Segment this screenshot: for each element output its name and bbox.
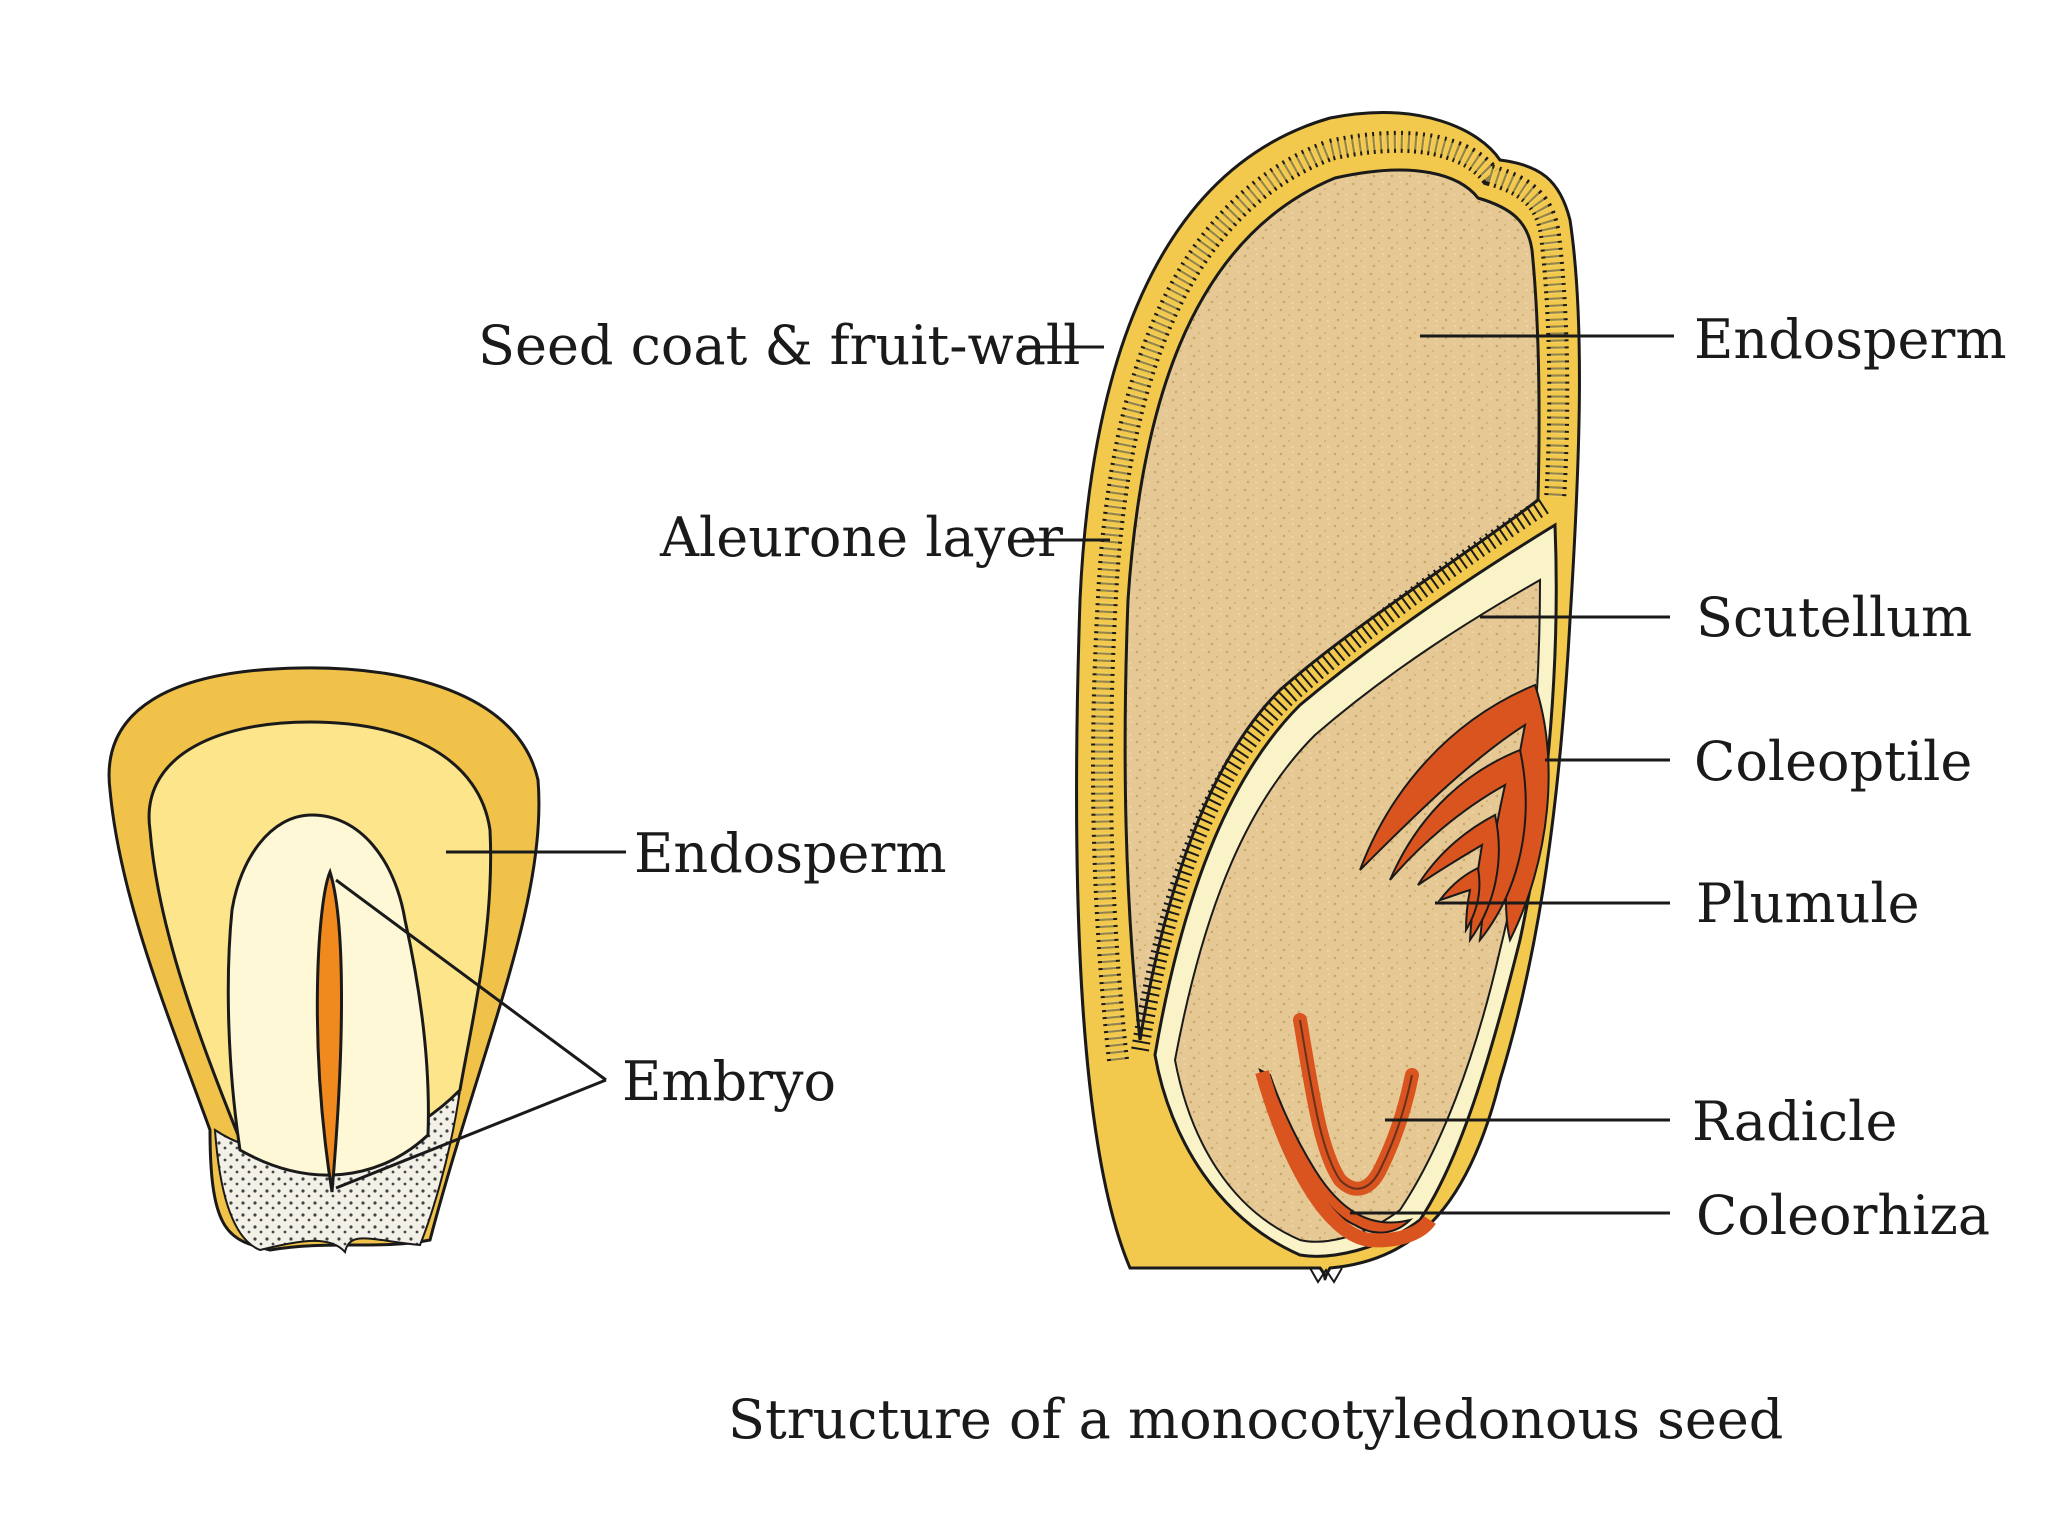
small-seed-embryo xyxy=(315,867,343,1193)
label-radicle: Radicle xyxy=(1692,1090,1897,1153)
label-plumule: Plumule xyxy=(1696,872,1920,935)
label-coleoptile: Coleoptile xyxy=(1694,730,1972,793)
radicle-outline xyxy=(1299,1019,1413,1190)
plumule-inner-leaf xyxy=(1437,866,1481,934)
label-endosperm-right: Endosperm xyxy=(1694,308,2007,371)
diagram-caption: Structure of a monocotyledonous seed xyxy=(728,1388,1783,1451)
label-scutellum: Scutellum xyxy=(1696,586,1972,649)
small-seed-illustration xyxy=(107,666,541,1255)
leader-embryo-lower xyxy=(335,1078,607,1190)
label-embryo: Embryo xyxy=(622,1050,836,1113)
label-aleurone-layer: Aleurone layer xyxy=(659,506,1063,569)
coleorhiza-inner xyxy=(1255,1070,1436,1248)
leader-embryo-upper xyxy=(335,878,607,1082)
label-endosperm-left: Endosperm xyxy=(634,822,947,885)
labels: Seed coat & fruit-wall Aleurone layer En… xyxy=(478,308,2007,1451)
plumule-middle-leaf xyxy=(1417,813,1500,944)
coleoptile xyxy=(1359,683,1550,943)
large-seed-illustration xyxy=(1075,111,1581,1284)
label-coleorhiza: Coleorhiza xyxy=(1696,1184,1990,1247)
leader-lines xyxy=(335,334,1674,1215)
aleurone-layer-fill xyxy=(1095,134,1566,1061)
endosperm-tissue xyxy=(1123,168,1541,1041)
label-seed-coat: Seed coat & fruit-wall xyxy=(478,314,1080,377)
seed-base-notch xyxy=(1309,1267,1343,1284)
scutellum-band xyxy=(1131,497,1550,1052)
